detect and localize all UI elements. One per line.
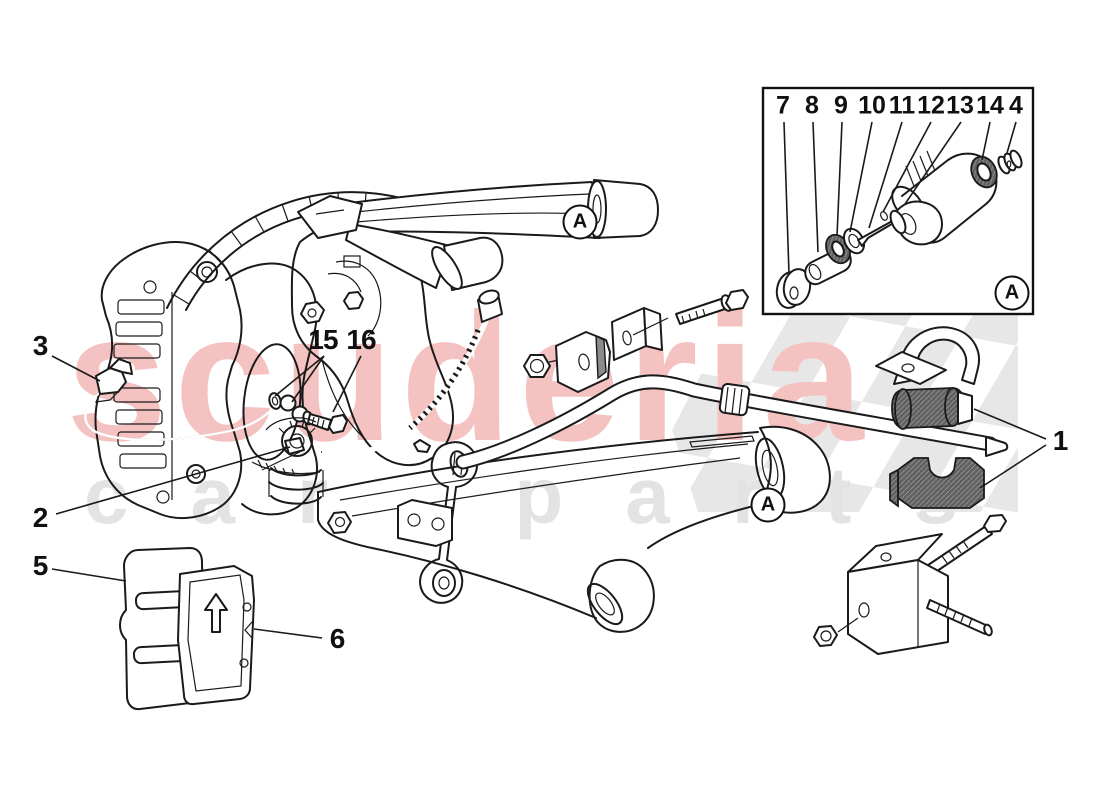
anti-roll-bar	[455, 374, 1009, 470]
checkered-flag-watermark	[672, 303, 1018, 512]
sensor-cable	[84, 358, 275, 441]
leader-lines	[51, 355, 1047, 639]
bracket-nut	[813, 617, 859, 647]
brake-caliper	[94, 241, 318, 520]
inset-label-4: 4	[1009, 91, 1023, 120]
inset-label-10: 10	[858, 91, 886, 120]
mount-bracket-assembly	[813, 514, 1007, 655]
callout-6: 6	[329, 623, 346, 654]
view-marker-a-upper-arm: A	[562, 204, 598, 240]
bar-tip	[985, 436, 1009, 457]
clamp-bolt	[675, 289, 749, 325]
bar-strap-clamp	[875, 326, 980, 385]
inset-label-7: 7	[776, 91, 790, 120]
view-marker-a-inset: A	[994, 275, 1030, 311]
callout-15: 15	[308, 324, 338, 355]
direction-arrow-icon	[204, 593, 228, 633]
callout-3: 3	[32, 330, 49, 361]
inset-label-11: 11	[888, 91, 916, 120]
brand-watermark-subtext: car parts	[84, 451, 1020, 540]
callout-16: 16	[346, 324, 376, 355]
bar-collar	[718, 382, 751, 417]
washer-bolt-group	[268, 392, 348, 434]
inset-label-9: 9	[834, 91, 848, 120]
inset-label-12: 12	[917, 91, 945, 120]
callout-1: 1	[1052, 425, 1069, 456]
inset-label-8: 8	[805, 91, 819, 120]
inset-detail-box	[761, 86, 1035, 316]
bar-bushing-upper	[891, 387, 973, 430]
clamp-hardware	[523, 289, 749, 393]
upper-wishbone-arm	[297, 179, 659, 291]
inset-label-14: 14	[976, 91, 1004, 120]
hub-and-spring	[251, 417, 324, 505]
brake-hose	[261, 289, 503, 471]
callout-5: 5	[32, 550, 49, 581]
bar-bushing-lower	[889, 457, 985, 509]
inset-leader-lines	[783, 121, 1017, 275]
threaded-stud	[926, 599, 993, 637]
view-marker-a-lower-arm: A	[750, 487, 786, 523]
cable-clip	[94, 358, 133, 403]
inset-label-13: 13	[946, 91, 974, 120]
inset-exploded-parts	[775, 149, 1023, 309]
callout-2: 2	[32, 502, 49, 533]
brake-pad-front	[177, 565, 255, 706]
